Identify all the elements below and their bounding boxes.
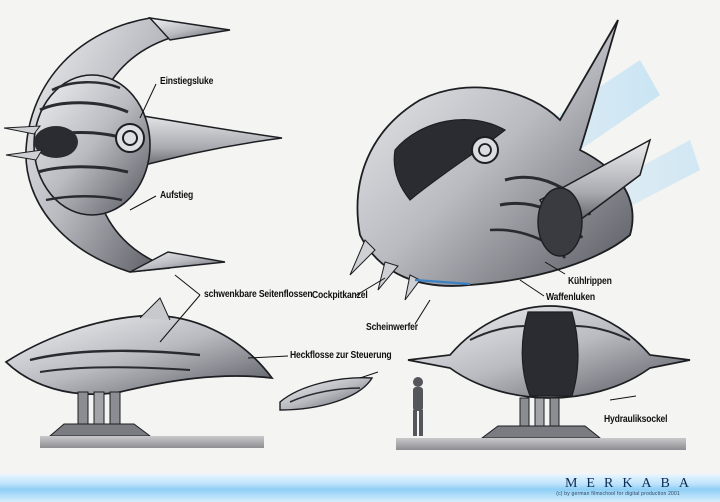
banner-title: MERKABA [564, 476, 698, 491]
ship-top-view [3, 17, 283, 273]
label-aufstieg: Aufstieg [160, 190, 194, 201]
ship-side-view [4, 297, 274, 448]
label-waffenluken: Waffenluken [546, 292, 595, 303]
label-kuehlrippen: Kühlrippen [568, 276, 612, 287]
tail-fin-detail [279, 377, 374, 411]
merkaba-banner: MERKABA (c) by german filmschool for dig… [0, 474, 720, 502]
ship-perspective-view [349, 19, 700, 301]
label-scheinwerfer: Scheinwerfer [366, 322, 418, 333]
label-einstiegsluke: Einstiegsluke [160, 76, 214, 87]
spaceship-illustration [3, 17, 700, 450]
banner-credit: (c) by german filmschool for digital pro… [556, 491, 680, 497]
leader-lines [129, 83, 637, 401]
label-schwenkbare-seitenflossen: schwenkbare Seitenflossen [204, 289, 313, 300]
label-hydrauliksockel: Hydrauliksockel [604, 414, 668, 425]
label-heckflosse: Heckflosse zur Steuerung [290, 350, 392, 361]
label-cockpitkanzel: Cockpitkanzel [312, 290, 368, 301]
ship-front-view [396, 305, 691, 450]
